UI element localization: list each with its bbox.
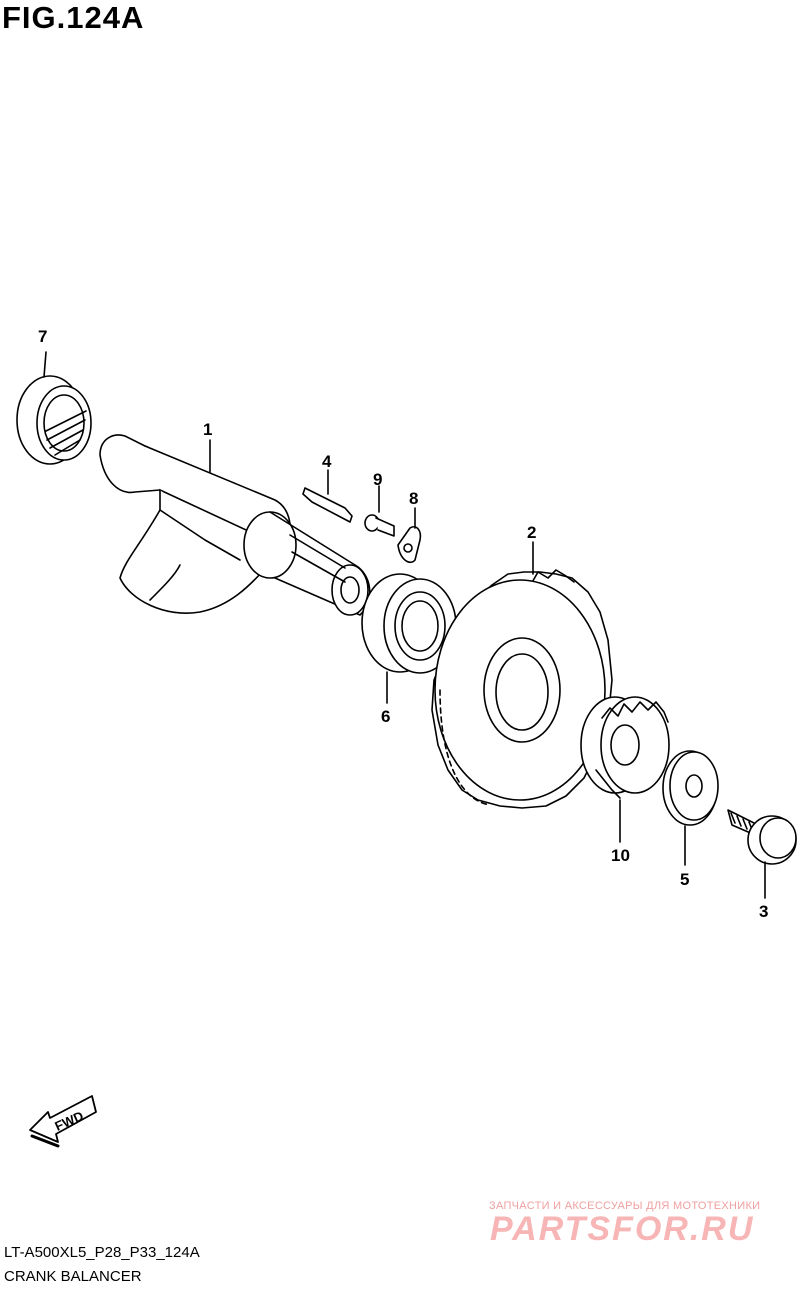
bolt-part-9	[364, 485, 395, 537]
callout-2: 2	[527, 523, 537, 542]
footer-model-code: LT-A500XL5_P28_P33_124A	[4, 1244, 200, 1261]
watermark-tagline: ЗАПЧАСТИ И АКСЕССУАРЫ ДЛЯ МОТОТЕХНИКИ	[489, 1200, 761, 1212]
fwd-arrow-icon	[29, 1095, 97, 1148]
callout-4: 4	[322, 452, 332, 471]
callout-6: 6	[381, 707, 391, 726]
callout-5: 5	[680, 870, 690, 889]
footer-section-name: CRANK BALANCER	[4, 1268, 142, 1285]
callout-1: 1	[203, 420, 213, 439]
key-part-4	[302, 469, 353, 523]
callout-10: 10	[611, 846, 630, 865]
balancer-driven-gear-part-2	[431, 541, 613, 809]
drive-gear-part-10	[580, 696, 670, 843]
callout-8: 8	[409, 489, 419, 508]
balancer-shaft-part-1	[99, 434, 371, 616]
callout-3: 3	[759, 902, 769, 921]
callout-7: 7	[38, 327, 48, 346]
needle-bearing-part-7	[16, 351, 92, 465]
figure-title: FIG.124A	[2, 0, 145, 35]
callout-9: 9	[373, 470, 383, 489]
washer-part-5	[662, 750, 719, 866]
watermark-brand-logo: PARTSFOR.RU	[490, 1210, 755, 1248]
flange-bolt-part-3	[727, 809, 797, 899]
lock-plate-part-8	[397, 507, 422, 564]
fwd-label: FWD	[53, 1108, 86, 1134]
ball-bearing-part-6	[361, 573, 457, 704]
